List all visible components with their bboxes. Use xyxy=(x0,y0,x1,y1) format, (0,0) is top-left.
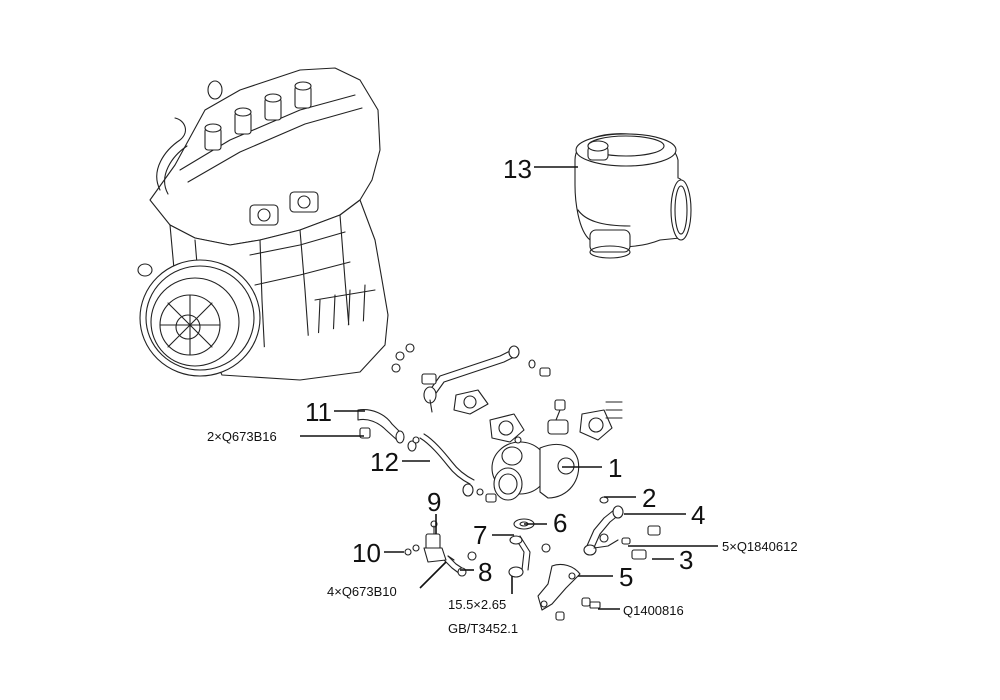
callout-13: 13 xyxy=(503,154,532,184)
engine-block-illustration xyxy=(137,67,389,381)
label-q1400816: Q1400816 xyxy=(623,603,684,618)
oil-return-pipe-part-12 xyxy=(412,433,497,503)
callout-11: 11 xyxy=(305,397,332,427)
callout-5: 5 xyxy=(619,562,633,592)
oil-line-part-4 xyxy=(583,496,661,560)
hose-part-11 xyxy=(357,409,417,452)
label-q673b10: 4×Q673B10 xyxy=(327,584,397,599)
callout-2: 2 xyxy=(642,483,656,513)
oil-feed-pipe xyxy=(391,343,551,413)
turbocharger-part-1 xyxy=(453,389,623,501)
callout-8: 8 xyxy=(478,557,492,587)
label-q1840612: 5×Q1840612 xyxy=(722,539,798,554)
callout-12: 12 xyxy=(370,447,399,477)
label-oring-standard: GB/T3452.1 xyxy=(448,621,518,636)
label-oring-size: 15.5×2.65 xyxy=(448,597,506,612)
callout-10: 10 xyxy=(352,538,381,568)
blow-off-valve-part xyxy=(574,133,692,259)
label-q673b16: 2×Q673B16 xyxy=(207,429,277,444)
callout-3: 3 xyxy=(679,545,693,575)
leader-lines xyxy=(300,166,718,610)
small-parts-6-7-8 xyxy=(443,518,551,578)
solenoid-valve-part-9 xyxy=(404,520,455,563)
callout-6: 6 xyxy=(553,508,567,538)
callout-7: 7 xyxy=(473,520,487,550)
bracket-part-5 xyxy=(537,563,601,621)
callout-4: 4 xyxy=(691,500,705,530)
callout-9: 9 xyxy=(427,487,441,517)
callout-1: 1 xyxy=(608,453,622,483)
